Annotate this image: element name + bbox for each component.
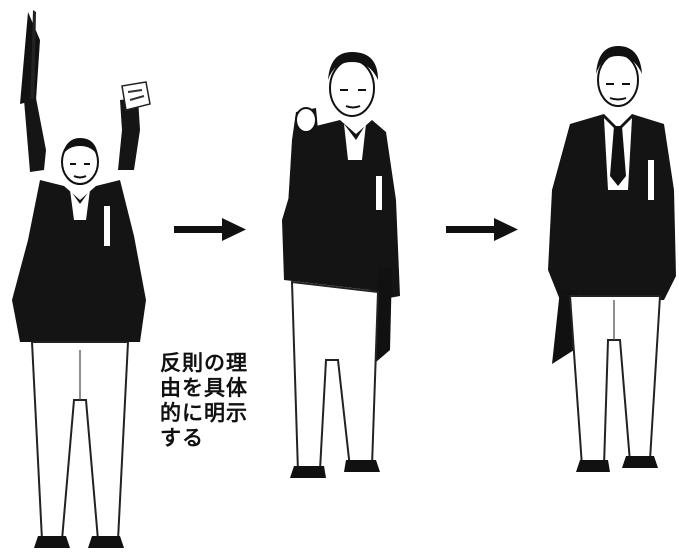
referee-pointing-figure	[282, 52, 400, 478]
caption-line: する	[160, 425, 204, 450]
caption-line: 由を具体	[160, 375, 248, 400]
caption-line: 反則の理	[160, 350, 248, 375]
caption-line: 的に明示	[160, 400, 248, 425]
referee-arms-raised-figure	[12, 10, 151, 548]
right-arrow-icon	[446, 218, 518, 241]
signal-caption: 反則の理 由を具体 的に明示 する	[160, 350, 280, 450]
right-arrow-icon	[174, 218, 246, 241]
referee-standing-figure	[548, 46, 676, 472]
